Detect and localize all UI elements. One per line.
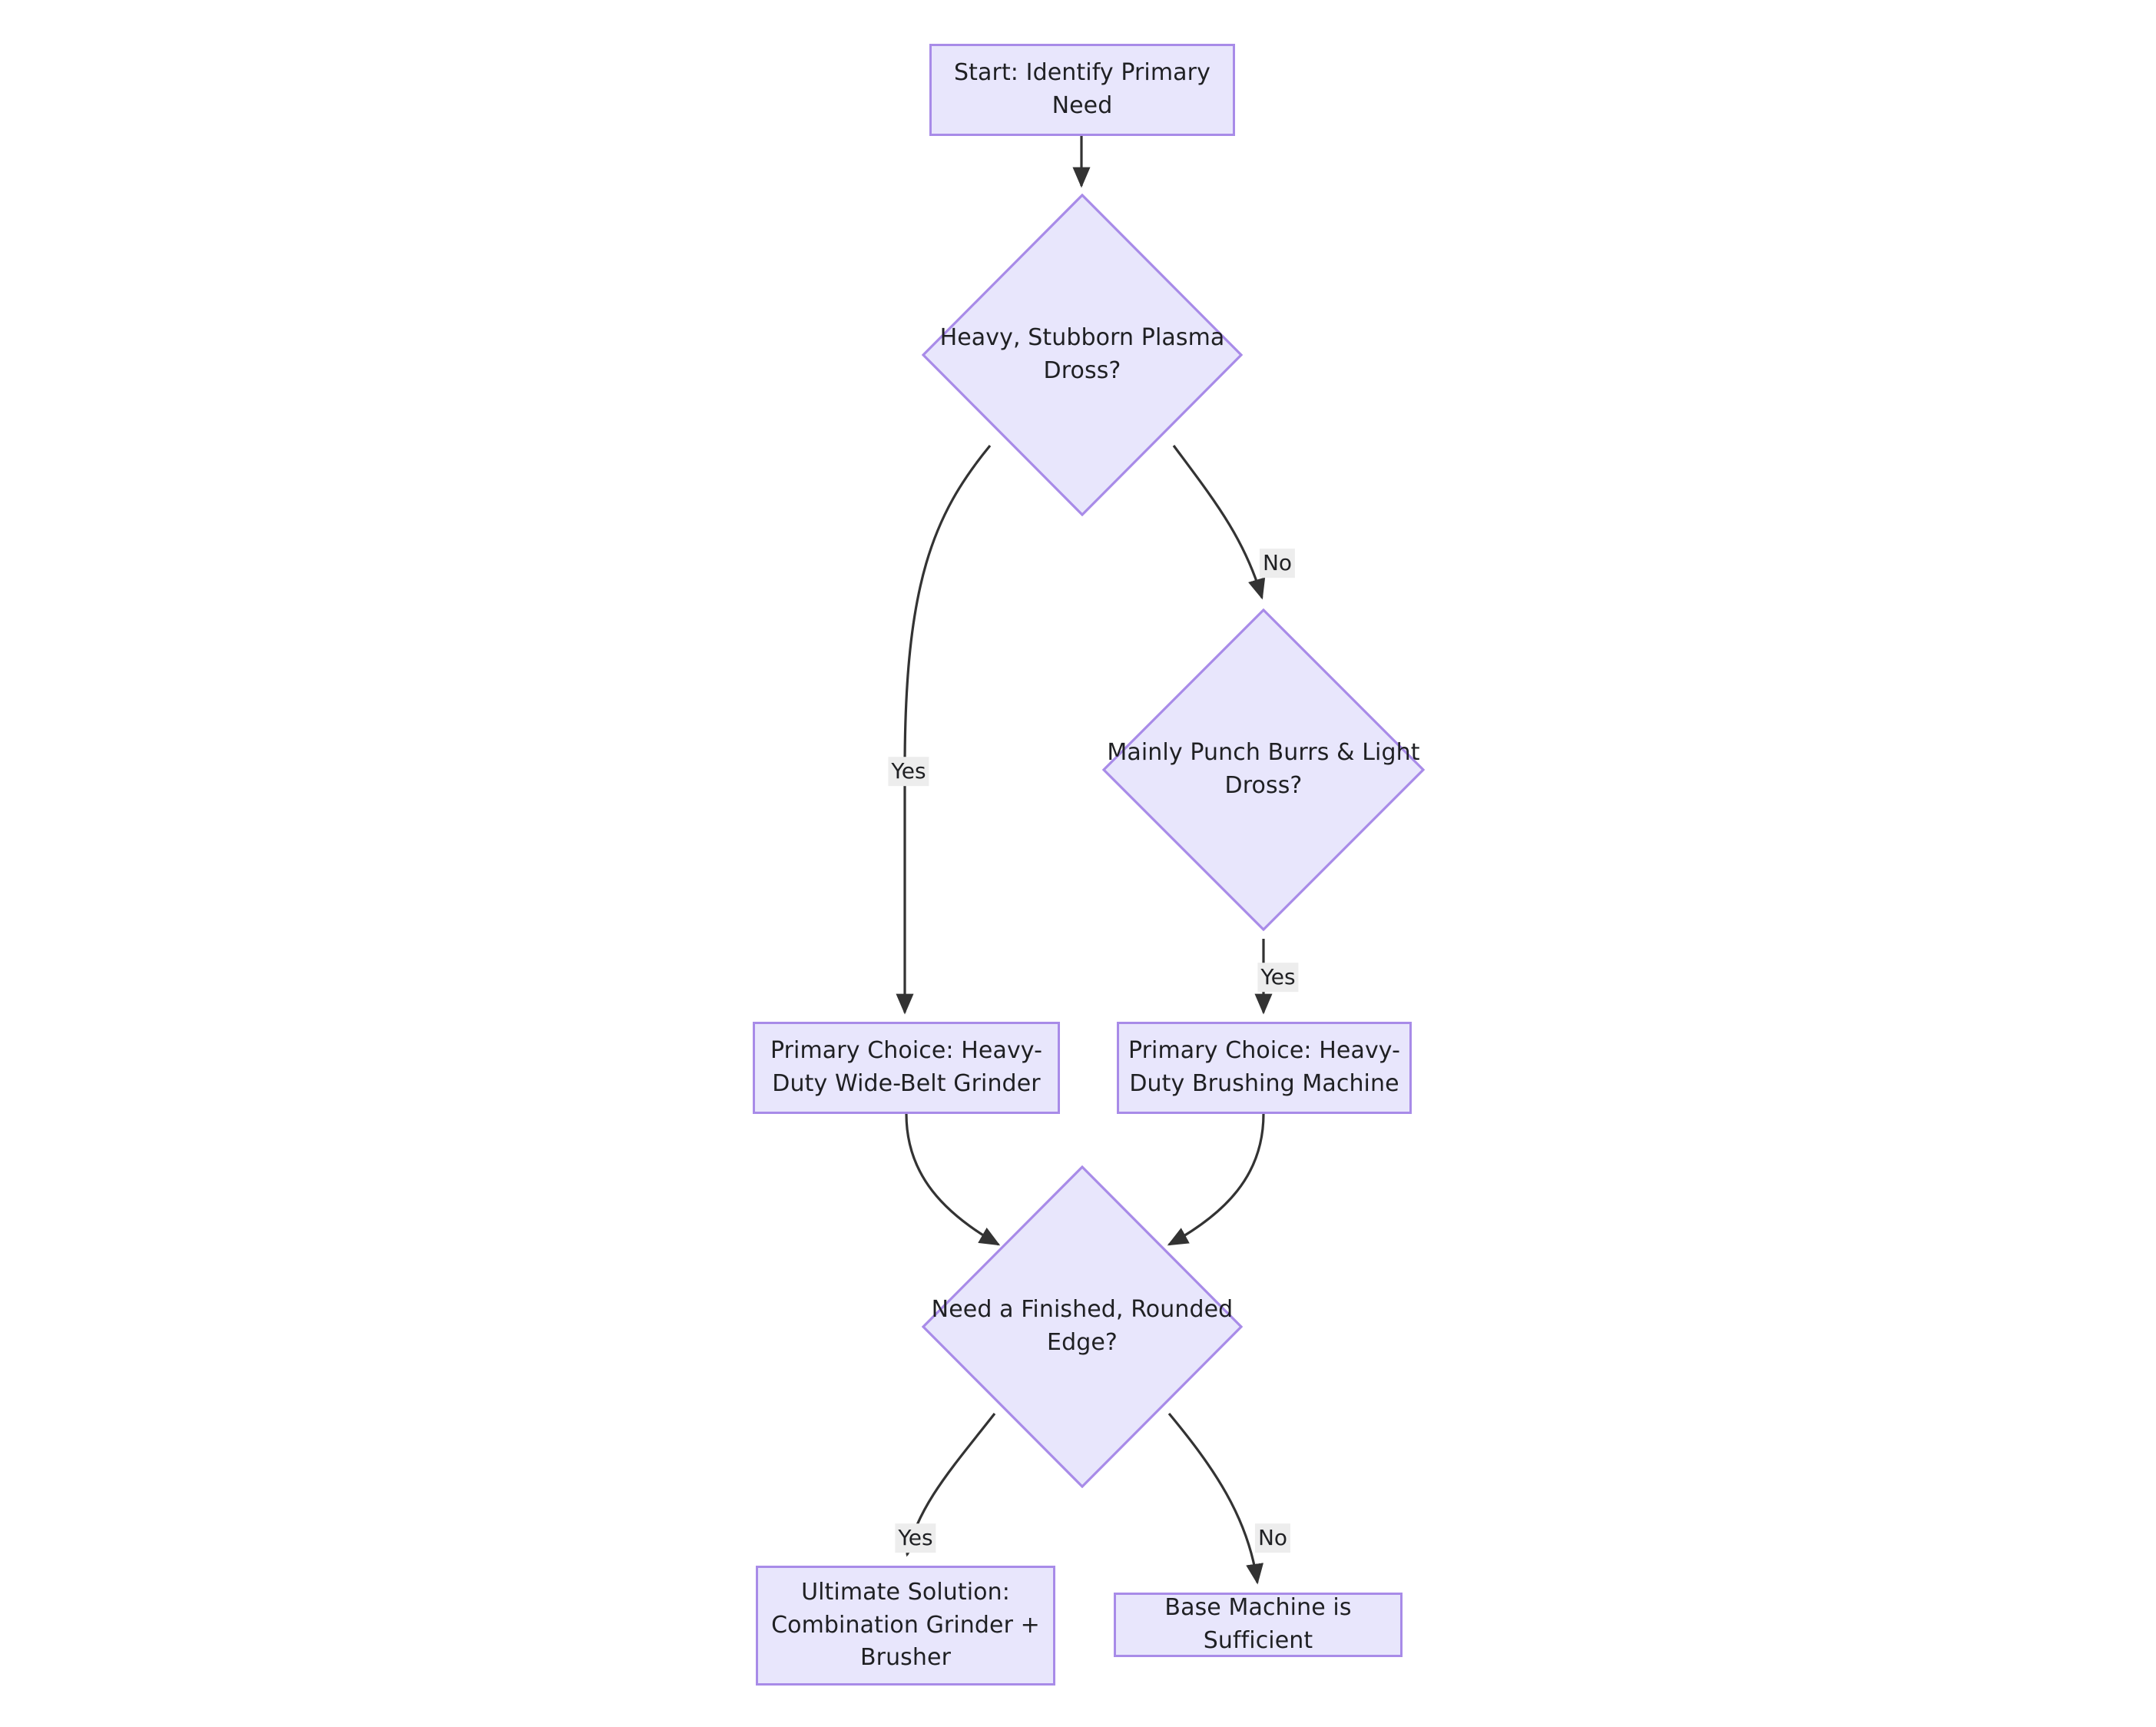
node-result-combination-label: Ultimate Solution: Combination Grinder +… bbox=[771, 1579, 1040, 1672]
edge-label-plasma-no: No bbox=[1259, 549, 1296, 578]
node-result-base-machine-label: Base Machine is Sufficient bbox=[1164, 1594, 1352, 1654]
node-result-combination[interactable]: Ultimate Solution: Combination Grinder +… bbox=[756, 1566, 1055, 1686]
edge-plasma-yes-to-grinder bbox=[896, 444, 992, 1015]
diamond-shape bbox=[922, 1165, 1243, 1488]
diamond-shape bbox=[1102, 608, 1425, 931]
edge-label-punch-yes: Yes bbox=[1257, 963, 1299, 992]
edge-label-plasma-yes: Yes bbox=[888, 757, 929, 786]
node-decision-punch-burrs[interactable]: Mainly Punch Burrs & Light Dross? bbox=[1102, 608, 1425, 931]
node-choice-grinder[interactable]: Primary Choice: Heavy- Duty Wide-Belt Gr… bbox=[753, 1022, 1060, 1114]
node-start-label: Start: Identify Primary Need bbox=[954, 59, 1210, 119]
edge-label-rounded-yes: Yes bbox=[895, 1523, 936, 1553]
edge-rounded-no-to-base-machine bbox=[1167, 1412, 1263, 1585]
diamond-shape bbox=[922, 194, 1243, 516]
node-result-base-machine[interactable]: Base Machine is Sufficient bbox=[1114, 1593, 1403, 1657]
edge-plasma-no-to-punch-decision bbox=[1172, 445, 1266, 600]
node-decision-plasma-dross-label: Heavy, Stubborn Plasma Dross? bbox=[939, 324, 1225, 384]
node-choice-brusher-label: Primary Choice: Heavy- Duty Brushing Mac… bbox=[1128, 1037, 1401, 1097]
node-decision-rounded-edge[interactable]: Need a Finished, Rounded Edge? bbox=[922, 1165, 1243, 1488]
edge-label-rounded-no: No bbox=[1254, 1523, 1291, 1553]
edge-brusher-to-rounded-decision bbox=[1167, 1113, 1265, 1246]
edge-grinder-to-rounded-decision bbox=[905, 1113, 1001, 1246]
node-start[interactable]: Start: Identify Primary Need bbox=[929, 44, 1235, 136]
node-choice-grinder-label: Primary Choice: Heavy- Duty Wide-Belt Gr… bbox=[770, 1037, 1043, 1097]
node-decision-rounded-edge-label: Need a Finished, Rounded Edge? bbox=[931, 1296, 1234, 1356]
node-decision-punch-burrs-label: Mainly Punch Burrs & Light Dross? bbox=[1107, 739, 1420, 799]
node-choice-brusher[interactable]: Primary Choice: Heavy- Duty Brushing Mac… bbox=[1117, 1022, 1412, 1114]
node-decision-plasma-dross[interactable]: Heavy, Stubborn Plasma Dross? bbox=[922, 194, 1243, 516]
